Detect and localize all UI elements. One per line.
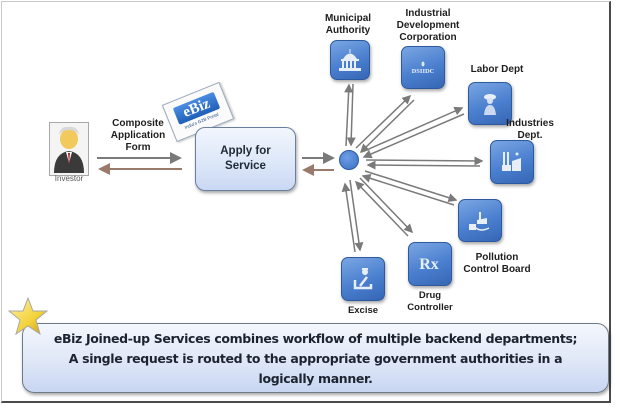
apply-line-2: Service [225, 160, 266, 172]
rx-prescription-icon: Rx [419, 256, 439, 273]
apply-for-service-box[interactable]: Apply for Service [195, 127, 296, 191]
label-line: Dept. [517, 130, 543, 141]
summary-text: eBiz Joined-up Services combines workflo… [22, 329, 609, 389]
investor-avatar [49, 122, 89, 176]
summary-line: eBiz Joined-up Services combines workflo… [53, 331, 578, 346]
label-line: Pollution [475, 252, 519, 263]
excise-officer-icon [353, 268, 373, 290]
arrow-hub-to-labor [361, 106, 464, 153]
municipal-authority-node[interactable] [330, 40, 370, 80]
labor-dept-node[interactable] [468, 82, 512, 125]
form-label-line: Composite [112, 118, 164, 129]
municipal-label: Municipal Authority [316, 13, 380, 37]
summary-callout [22, 323, 609, 393]
label-line: Controller [407, 302, 453, 313]
pollution-label: Pollution Control Board [452, 252, 542, 276]
arrow-hub-to-idc [355, 94, 412, 149]
arrow-hub-to-excise [349, 179, 364, 252]
label-line: Authority [325, 25, 371, 36]
arrow-hub-to-municipal [344, 83, 354, 147]
label-line: Industrial [405, 8, 451, 19]
label-line: Corporation [399, 32, 457, 43]
drug-controller-node[interactable]: Rx [408, 242, 452, 286]
investor-caption: Investor [54, 174, 84, 183]
factory-icon [502, 152, 521, 171]
worker-figure-icon [484, 93, 496, 115]
arrow-municipal-to-hub [346, 83, 356, 147]
pollution-control-node[interactable] [458, 199, 502, 242]
idc-node[interactable]: DSIIDC [401, 46, 445, 89]
industries-dept-node[interactable] [490, 140, 534, 184]
arrow-drug-to-hub [354, 180, 409, 237]
arrow-pollution-to-hub [361, 173, 455, 206]
svg-text:Rx: Rx [419, 256, 439, 273]
summary-line: logically manner. [258, 371, 373, 386]
arrow-labor-to-hub [362, 113, 465, 159]
arrow-hub-to-drug [359, 177, 414, 234]
pollution-plant-icon [469, 211, 490, 231]
label-line: Control Board [463, 264, 531, 275]
label-line: Development [396, 20, 460, 31]
arrow-industries-to-hub [366, 160, 481, 170]
form-label: Composite Application Form [93, 118, 183, 154]
svg-text:DSIIDC: DSIIDC [412, 68, 435, 75]
routing-hub [339, 150, 359, 170]
excise-label: Excise [338, 305, 388, 317]
label-line: Labor Dept [470, 64, 524, 75]
arrow-idc-to-hub [359, 99, 415, 154]
star-icon [7, 296, 49, 336]
label-line: Municipal [324, 13, 372, 24]
form-label-line: Form [125, 142, 151, 153]
industries-label: Industries Dept. [500, 118, 560, 142]
dsiidc-logo-icon: DSIIDC [412, 61, 435, 75]
arrow-excise-to-hub [341, 182, 356, 253]
idc-label: Industrial Development Corporation [383, 8, 473, 44]
arrow-hub-to-pollution [364, 170, 458, 203]
label-line: Excise [347, 305, 379, 316]
drug-label: Drug Controller [400, 290, 460, 314]
label-line: Drug [418, 290, 442, 301]
capitol-building-icon [339, 49, 361, 71]
labor-label: Labor Dept [462, 64, 532, 76]
form-label-line: Application [110, 130, 166, 141]
summary-line: A single request is routed to the approp… [68, 351, 563, 366]
arrow-hub-to-industries [365, 156, 484, 166]
label-line: Industries [506, 118, 554, 129]
excise-node[interactable] [341, 257, 385, 301]
apply-line-1: Apply for [220, 145, 271, 157]
businessman-icon [54, 126, 84, 173]
